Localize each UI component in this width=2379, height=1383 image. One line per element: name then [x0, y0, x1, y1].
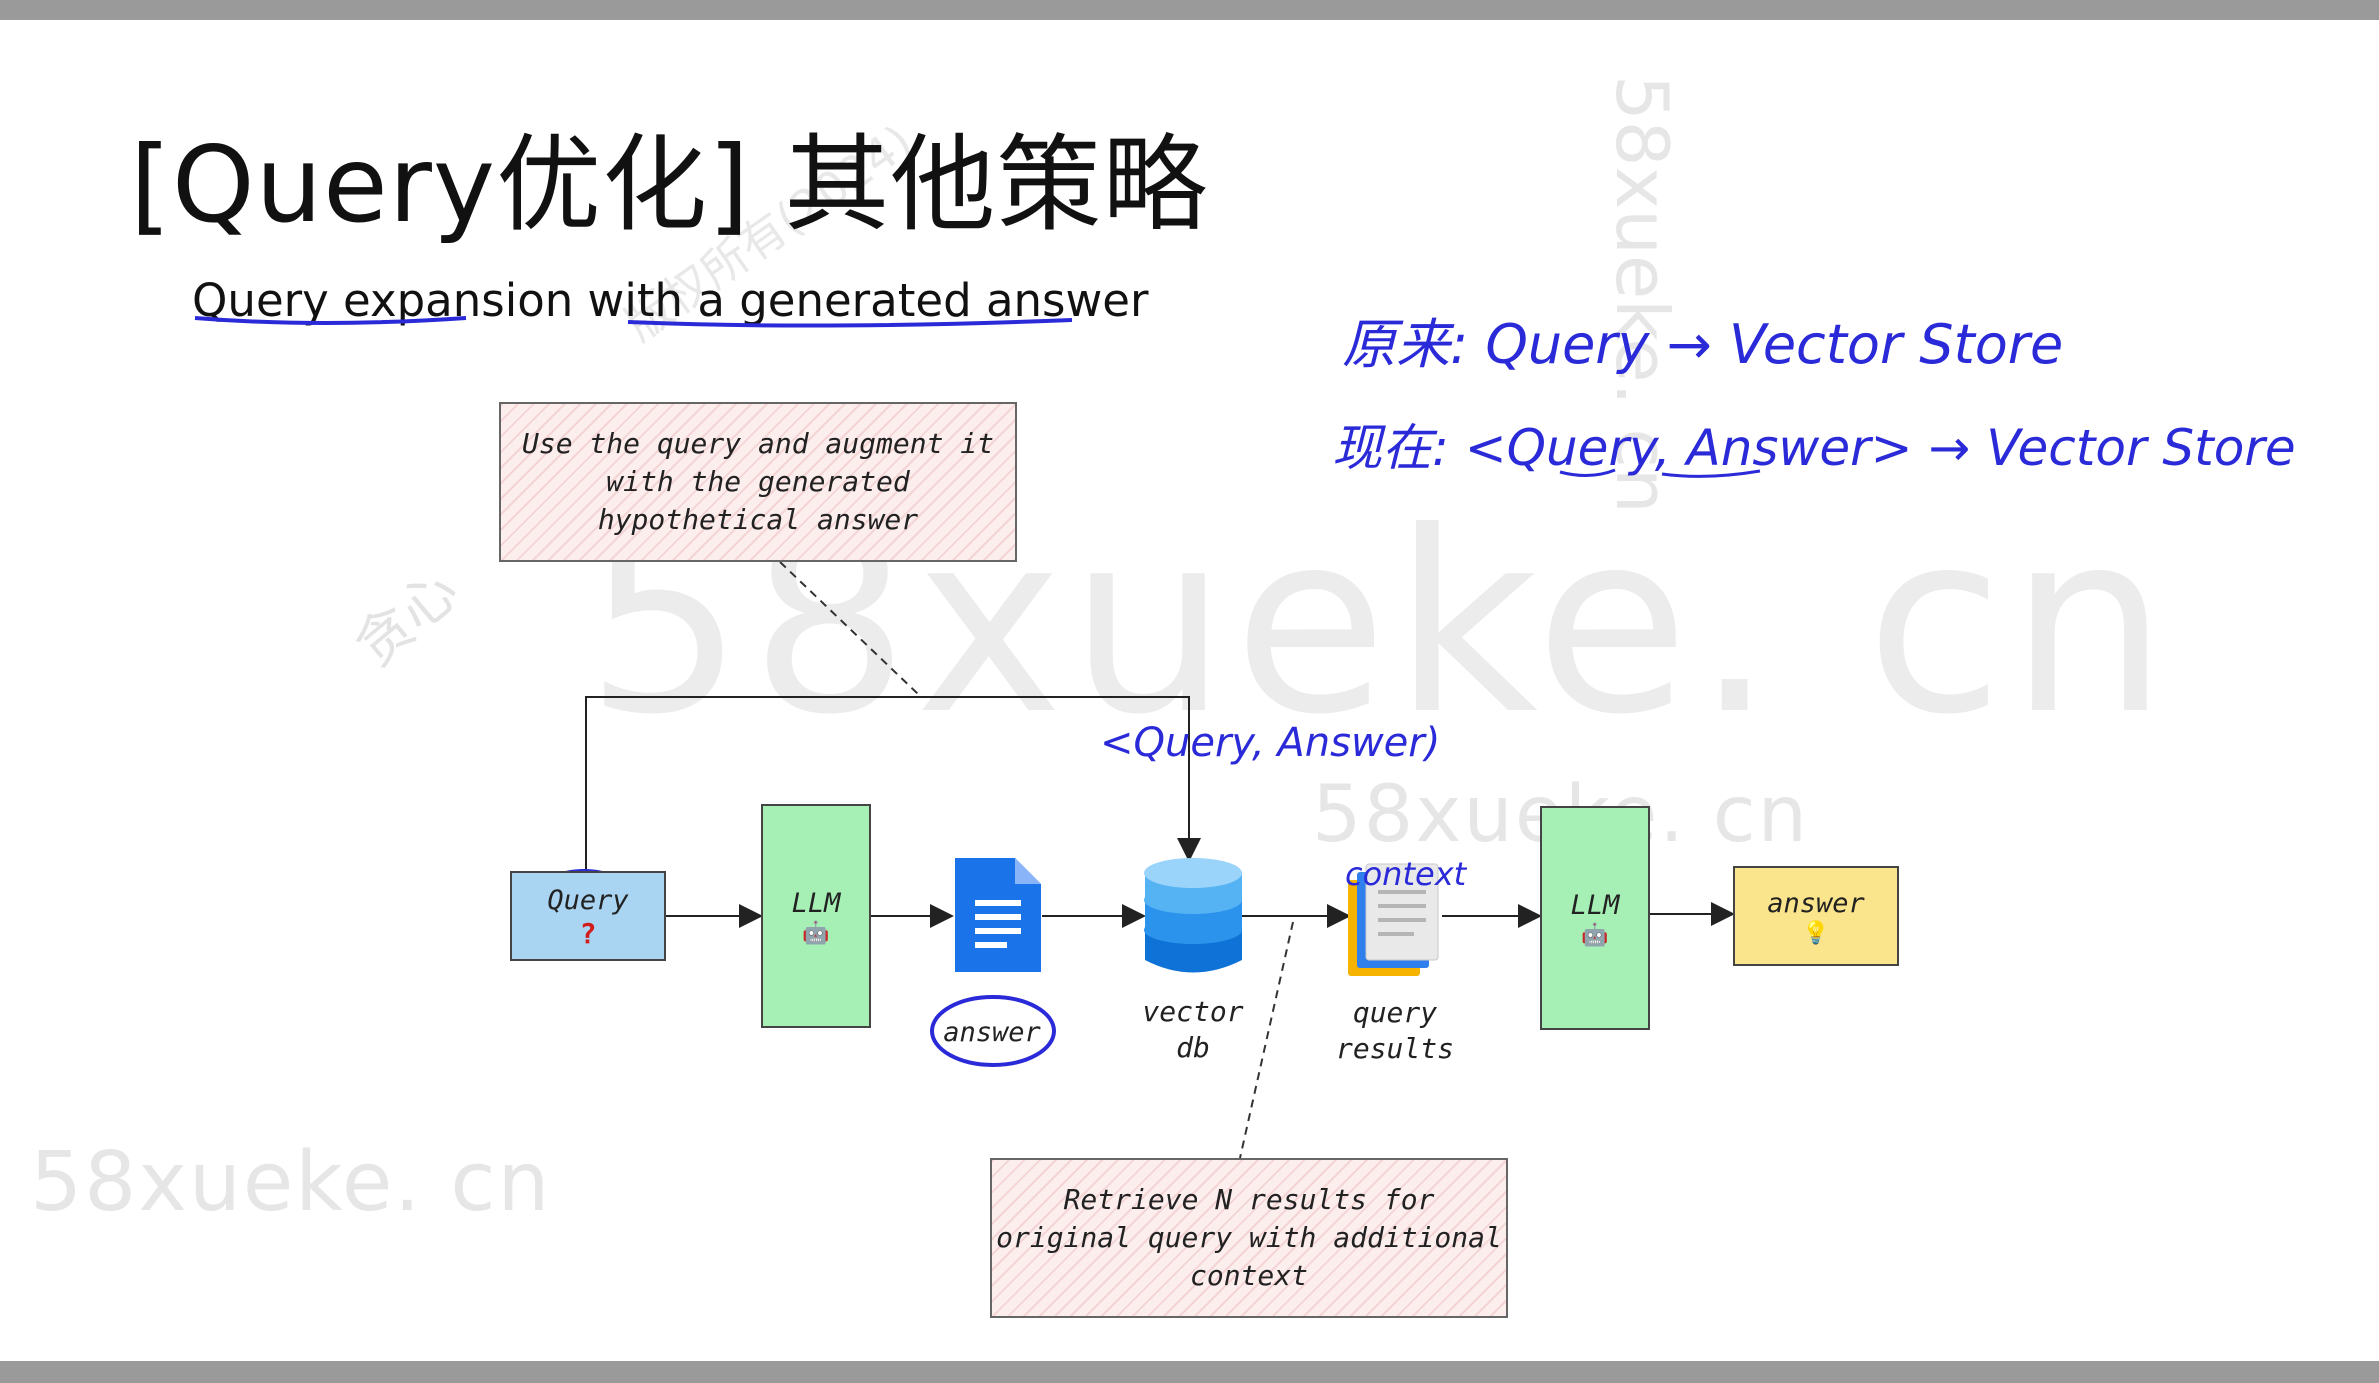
query-node: Query ? — [510, 871, 666, 961]
answer-node-label: answer — [1767, 887, 1865, 919]
pen-underline-query — [1559, 468, 1616, 477]
handwritten-before: 原来: Query → Vector Store — [1342, 313, 2064, 376]
question-mark-icon: ? — [579, 916, 597, 950]
subtitle-underline-1 — [194, 316, 467, 325]
handwritten-context: context — [1345, 855, 1467, 893]
handwritten-after: 现在: <Query, Answer> → Vector Store — [1332, 419, 2296, 477]
query-results-label: query results — [1335, 996, 1454, 1066]
bottom-bar — [0, 1361, 2379, 1383]
watermark-vertical: 58xueke. cn — [1600, 75, 1684, 514]
handwritten-query-answer-pair: <Query, Answer) — [1100, 720, 1441, 766]
dashed-connector-bottom — [1239, 921, 1294, 1159]
document-icon — [955, 858, 1041, 972]
llm-node-2-label: LLM — [1570, 889, 1620, 921]
vector-db-label: vector db — [1142, 995, 1244, 1065]
loop-connector — [585, 696, 1201, 871]
top-bar — [0, 0, 2379, 20]
doc-answer-label: answer — [943, 1017, 1041, 1048]
stacked-pages-icon — [1348, 863, 1439, 976]
watermark-bottom-left: 58xueke. cn — [30, 1135, 552, 1230]
database-icon — [1144, 858, 1242, 973]
slide-subtitle: Query expansion with a generated answer — [192, 274, 1149, 327]
lightbulb-icon: 💡 — [1802, 920, 1830, 946]
robot-icon: 🤖 — [1581, 922, 1609, 948]
note-retrieve-results: Retrieve N results for original query wi… — [990, 1158, 1508, 1318]
query-node-label: Query — [547, 884, 629, 916]
llm-node-2: LLM 🤖 — [1540, 806, 1650, 1030]
pen-circle-answer — [930, 995, 1056, 1067]
answer-node: answer 💡 — [1733, 866, 1899, 966]
pen-underline-answer — [1661, 469, 1761, 478]
subtitle-underline-2 — [627, 318, 1073, 328]
llm-node-1-label: LLM — [791, 887, 841, 919]
note-augment-query: Use the query and augment it with the ge… — [499, 402, 1017, 562]
robot-icon: 🤖 — [802, 920, 830, 946]
slide-title: [Query优化] 其他策略 — [130, 124, 1209, 246]
llm-node-1: LLM 🤖 — [761, 804, 871, 1028]
dashed-connector-top — [779, 561, 919, 695]
